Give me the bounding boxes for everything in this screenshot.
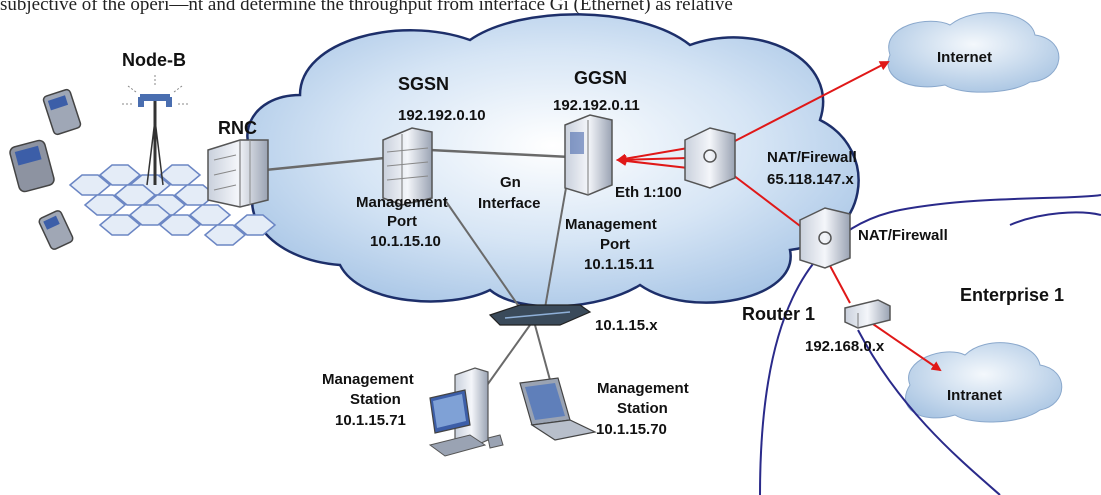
- router-label: Router 1: [742, 304, 815, 324]
- enterprise-boundary-arc: [759, 194, 1101, 495]
- ms1-label-1: Management: [322, 371, 414, 388]
- router-net-label: 192.168.0.x: [805, 338, 885, 355]
- sgsn-ip-label: 192.192.0.10: [398, 107, 486, 124]
- antenna-icon: [122, 75, 188, 186]
- phone-icon: [42, 88, 82, 136]
- enterprise-boundary-arc-2: [1009, 211, 1101, 226]
- firewall-icon: [684, 127, 736, 189]
- internet-label: Internet: [937, 49, 992, 66]
- firewall-internet-link: [732, 61, 890, 143]
- internet-cloud: [887, 12, 1060, 93]
- ggsn-mgmt-ip-label: 10.1.15.11: [584, 256, 654, 273]
- enterprise-lower-arc: [857, 329, 1001, 495]
- eth-label: Eth 1:100: [615, 184, 682, 201]
- core-network-cloud: [246, 13, 860, 308]
- firewall-ggsn-link-2: [616, 154, 689, 165]
- ms2-label-1: Management: [597, 380, 689, 397]
- nat1-ip-label: 65.118.147.x: [767, 171, 854, 188]
- sgsn-mgmt-ip-label: 10.1.15.10: [370, 233, 441, 250]
- ms2-ip-label: 10.1.15.70: [596, 421, 667, 438]
- firewall-ggsn-link-1: [616, 147, 689, 164]
- page-caption: subjective of the operi—nt and determine…: [0, 0, 733, 15]
- gn-interface-link: [429, 148, 571, 159]
- switch-net-label: 10.1.15.x: [595, 317, 658, 334]
- firewall-router-link: [827, 261, 851, 304]
- enterprise-label: Enterprise 1: [960, 285, 1064, 305]
- laptop-icon: [519, 377, 597, 441]
- rnc-sgsn-link: [264, 156, 386, 172]
- sgsn-mgmt-link: [444, 199, 521, 309]
- router-icon: [844, 299, 891, 329]
- gn-label: Gn: [500, 174, 521, 191]
- intranet-cloud: [905, 342, 1063, 423]
- switch-icon: [488, 304, 592, 326]
- sgsn-label: SGSN: [398, 74, 449, 94]
- ggsn-label: GGSN: [574, 68, 627, 88]
- phone-icon: [9, 139, 55, 193]
- ggsn-mgmt-label-1: Management: [565, 216, 657, 233]
- rnc-label: RNC: [218, 118, 257, 138]
- ms2-label-2: Station: [617, 400, 668, 417]
- rnc-server-icon: [207, 139, 269, 208]
- firewall-icon: [799, 207, 851, 269]
- ms1-ip-label: 10.1.15.71: [335, 412, 406, 429]
- ms1-label-2: Station: [350, 391, 401, 408]
- nat1-label: NAT/Firewall: [767, 149, 857, 166]
- sgsn-mgmt-label-1: Management: [356, 194, 448, 211]
- firewall-ggsn-link-3: [616, 155, 689, 169]
- interface-label: Interface: [478, 195, 541, 212]
- sgsn-server-icon: [382, 127, 433, 206]
- router-intranet-link: [869, 321, 942, 372]
- firewall-enterprise-link: [732, 174, 809, 233]
- intranet-label: Intranet: [947, 387, 1002, 404]
- ggsn-ip-label: 192.192.0.11: [553, 97, 640, 114]
- ggsn-mgmt-label-2: Port: [600, 236, 630, 253]
- node-b-label: Node-B: [122, 50, 186, 70]
- desktop-icon: [428, 367, 504, 457]
- switch-ms2-link: [534, 324, 551, 381]
- phone-icon: [38, 210, 74, 250]
- ggsn-server-icon: [564, 114, 613, 196]
- nat2-label: NAT/Firewall: [858, 227, 948, 244]
- sgsn-mgmt-label-2: Port: [387, 213, 417, 230]
